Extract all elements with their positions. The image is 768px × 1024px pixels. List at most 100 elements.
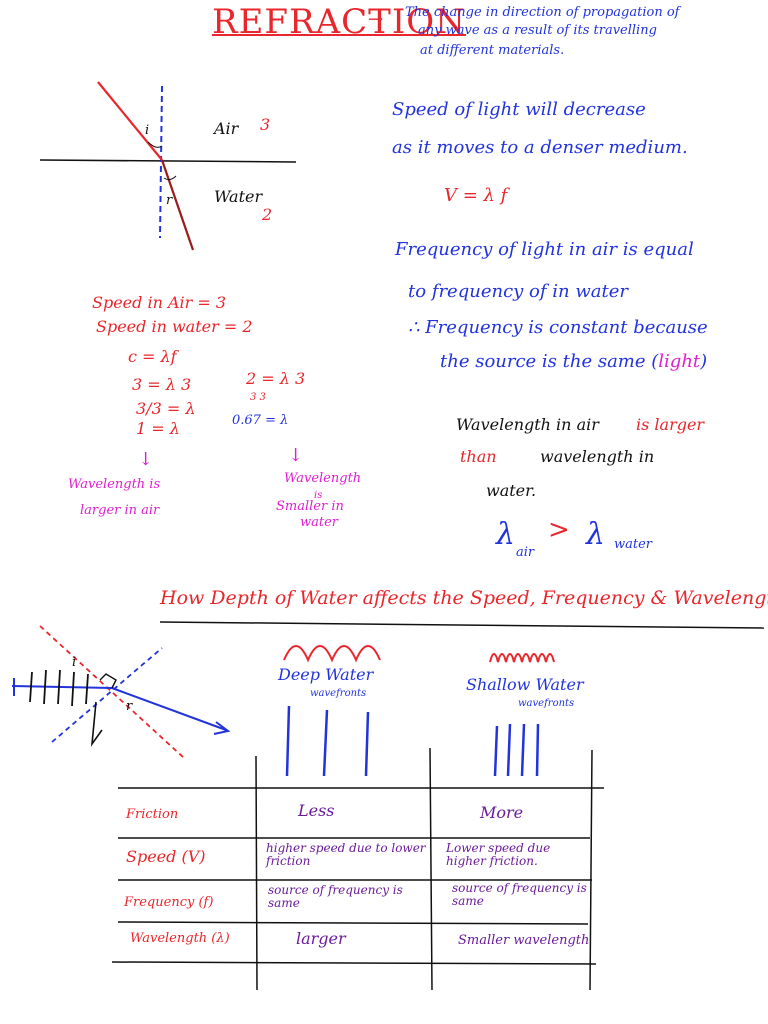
calc-water-step-2: 0.67 = λ: [232, 413, 289, 428]
shallow-wavelength-cell: Smaller wavelength: [458, 933, 590, 948]
deep-water-sub: wavefronts: [310, 688, 367, 699]
constant-note-text: the source is the same (: [440, 351, 659, 372]
conclusion-air-line-2: larger in air: [80, 503, 160, 518]
deep-wavefront-2: [322, 709, 329, 777]
speed-air-value: Speed in Air = 3: [92, 293, 227, 312]
angle-i-label: i: [145, 123, 150, 138]
ray-arrowhead: [213, 721, 231, 735]
wavelength-note-c: wavelength in: [540, 447, 655, 466]
heading-underline: [159, 621, 765, 629]
shallow-friction-cell: More: [480, 803, 524, 822]
table-col-1: [255, 755, 258, 991]
table-line-bottom: [111, 961, 597, 965]
incident-ray: [97, 81, 163, 161]
definition-arrow: →: [368, 9, 384, 30]
deep-speed-cell: higher speed due to lower friction: [266, 841, 426, 868]
constant-note-line-1: ∴ Frequency is constant because: [408, 317, 708, 338]
speed-note-line-2: as it moves to a denser medium.: [392, 137, 688, 158]
frequency-note-line-1: Frequency of light in air is equal: [395, 239, 694, 260]
row-label-frequency: Frequency (f): [124, 895, 214, 910]
angle-r-label: r: [166, 193, 173, 208]
wave-formula: V = λ f: [444, 185, 508, 206]
refracted-ray: [160, 159, 195, 251]
sketch-angle-i: i: [72, 655, 77, 670]
calc-water-denominators: 3 3: [250, 392, 266, 403]
air-speed: 3: [260, 115, 271, 134]
constant-note-line-2: the source is the same (light): [440, 352, 707, 372]
air-label: Air: [214, 119, 239, 138]
table-col-2: [429, 747, 433, 991]
normal-dashed-line: [51, 647, 163, 743]
row-label-friction: Friction: [126, 807, 179, 822]
refracted-wave-ray: [111, 687, 227, 731]
shallow-wavefront-1: [493, 725, 499, 777]
calc-air-step-2: 3/3 = λ: [136, 399, 196, 418]
row-label-wavelength: Wavelength (λ): [130, 931, 230, 946]
right-angle-mark: [99, 673, 117, 689]
lambda-water-sub: water: [614, 537, 653, 552]
greater-than-sign: >: [548, 515, 570, 545]
section-heading: How Depth of Water affects the Speed, Fr…: [160, 587, 768, 609]
wavefront-tick-3: [57, 669, 61, 705]
page-title: REFRACTION: [212, 2, 466, 42]
calc-water-step-1: 2 = λ 3: [246, 369, 306, 388]
deep-wavefront-3: [364, 711, 370, 777]
shallow-wavefront-3: [520, 723, 526, 777]
speed-water-value: Speed in water = 2: [96, 317, 253, 336]
conclusion-water-line-1: Wavelength: [284, 471, 362, 486]
shallow-wavefront-4: [535, 723, 540, 777]
row-label-speed: Speed (V): [126, 847, 206, 866]
shallow-wavefront-2: [506, 723, 512, 777]
shallow-speed-cell: Lower speed due higher friction.: [446, 841, 551, 868]
wavelength-note-water: water.: [486, 481, 537, 500]
wavelength-note-b: is larger: [636, 415, 705, 434]
frequency-note-line-2: to frequency of in water: [408, 281, 628, 302]
deep-frequency-cell: source of frequency is same: [268, 883, 403, 910]
shallow-water-title: Shallow Water: [466, 675, 584, 694]
wavelength-note-a: Wavelength in air: [456, 415, 599, 434]
conclusion-water-line-4: water: [300, 515, 339, 530]
deep-water-title: Deep Water: [278, 665, 374, 684]
definition-line-2: any wave as a result of its travelling: [418, 23, 657, 38]
shallow-water-wave: [489, 653, 555, 663]
angle-i-arc: [147, 141, 163, 148]
angle-r-arc: [163, 175, 177, 181]
lambda-water-symbol: λ: [586, 517, 606, 552]
deep-wavefront-1: [285, 705, 291, 777]
definition-line-3: at different materials.: [420, 43, 565, 58]
wavefront-tick-2: [43, 669, 47, 705]
definition-line-1: The change in direction of propagation o…: [405, 5, 680, 20]
conclusion-air-line-1: Wavelength is: [68, 477, 161, 492]
calc-air-step-1: 3 = λ 3: [132, 375, 192, 394]
wavelength-note-than: than: [460, 447, 497, 466]
water-speed: 2: [262, 205, 273, 224]
wavefront-tick-1: [29, 671, 33, 703]
speed-note-line-1: Speed of light will decrease: [392, 99, 646, 120]
normal-line: [159, 85, 163, 239]
light-word: light: [658, 351, 701, 372]
table-col-3: [589, 749, 593, 991]
c-equation: c = λf: [128, 347, 177, 366]
down-arrow-air: ↓: [138, 449, 154, 470]
conclusion-water-line-2: is: [314, 490, 323, 501]
incident-wave-ray: [11, 685, 113, 689]
lambda-air-sub: air: [516, 545, 535, 560]
deep-friction-cell: Less: [298, 801, 335, 820]
deep-water-wave: [283, 645, 381, 663]
water-label: Water: [214, 187, 263, 206]
calc-air-step-3: 1 = λ: [136, 419, 180, 438]
conclusion-water-line-3: Smaller in: [276, 499, 344, 514]
lambda-air-symbol: λ: [496, 517, 516, 552]
wavefront-tick-5: [85, 673, 89, 705]
sketch-angle-r: r: [126, 699, 133, 714]
constant-note-close: ): [700, 351, 708, 372]
table-line-4: [117, 921, 589, 925]
deep-wavelength-cell: larger: [296, 929, 346, 948]
shallow-frequency-cell: source of frequency is same: [452, 881, 587, 908]
shallow-water-sub: wavefronts: [518, 698, 575, 709]
wavefront-tick-4: [71, 671, 75, 707]
boundary-dashed-line: [39, 625, 185, 759]
boundary-line: [39, 159, 297, 163]
